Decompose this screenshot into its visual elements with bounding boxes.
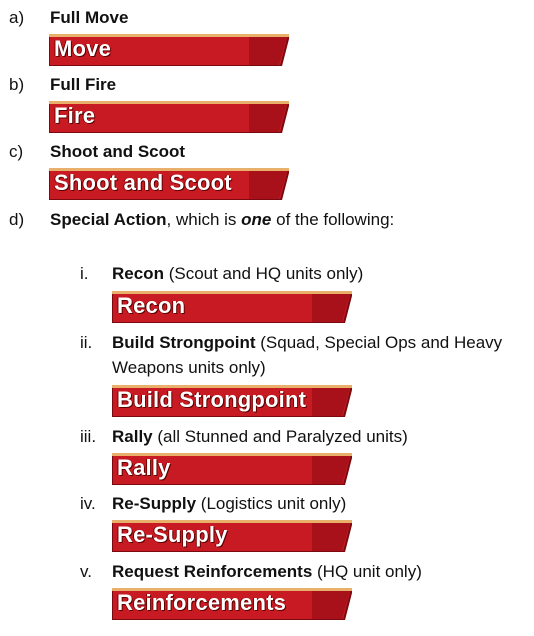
banner-label: Build Strongpoint	[117, 387, 307, 412]
banner-shape	[112, 291, 352, 323]
build-strongpoint-banner: Build Strongpoint	[112, 384, 352, 417]
item-marker: d)	[9, 210, 25, 229]
sub-item-marker: i.	[80, 264, 89, 283]
banner-shape	[112, 520, 352, 552]
banner-shape	[49, 34, 289, 66]
banner-label: Rally	[117, 455, 171, 480]
sub-item-text: Request Reinforcements (HQ unit only)	[112, 562, 422, 581]
banner-shape	[112, 453, 352, 485]
rally-banner: Rally	[112, 452, 352, 485]
move-banner: Move	[49, 33, 289, 66]
sub-item-marker: iii.	[80, 427, 97, 446]
banner-shape	[49, 168, 289, 200]
sub-item-text-continued: Weapons units only)	[112, 358, 266, 377]
banner-label: Re-Supply	[117, 522, 228, 547]
list-item: b)	[9, 75, 24, 95]
item-title: Special Action, which is one of the foll…	[50, 210, 395, 229]
banner-label: Shoot and Scoot	[54, 170, 232, 195]
reinforcements-banner: Reinforcements	[112, 587, 352, 620]
list-item: c)	[9, 142, 23, 162]
banner-label: Fire	[54, 103, 96, 128]
emphasis: one	[241, 210, 272, 229]
sub-item-text: Recon (Scout and HQ units only)	[112, 264, 364, 283]
banner-shape	[112, 385, 352, 417]
recon-banner: Recon	[112, 290, 352, 323]
banner-shape	[112, 588, 352, 620]
sub-item-marker: v.	[80, 562, 92, 581]
item-title: Full Move	[50, 8, 129, 27]
item-marker: a)	[9, 8, 25, 27]
item-marker: c)	[9, 142, 24, 161]
sub-item-marker: iv.	[80, 494, 96, 513]
item-title: Full Fire	[50, 75, 117, 94]
list-item: d)	[9, 210, 24, 230]
banner-shape	[49, 101, 289, 133]
shoot-and-scoot-banner: Shoot and Scoot	[49, 167, 289, 200]
banner-label: Recon	[117, 293, 186, 318]
fire-banner: Fire	[49, 100, 289, 133]
sub-item-text: Build Strongpoint (Squad, Special Ops an…	[112, 333, 503, 352]
banner-label: Reinforcements	[117, 590, 287, 615]
banner-label: Move	[54, 36, 112, 61]
list-item: a)	[9, 8, 24, 28]
item-title: Shoot and Scoot	[50, 142, 186, 161]
sub-item-text: Re-Supply (Logistics unit only)	[112, 494, 347, 513]
item-marker: b)	[9, 75, 25, 94]
re-supply-banner: Re-Supply	[112, 519, 352, 552]
sub-item-text: Rally (all Stunned and Paralyzed units)	[112, 427, 408, 446]
sub-item-marker: ii.	[80, 333, 93, 352]
